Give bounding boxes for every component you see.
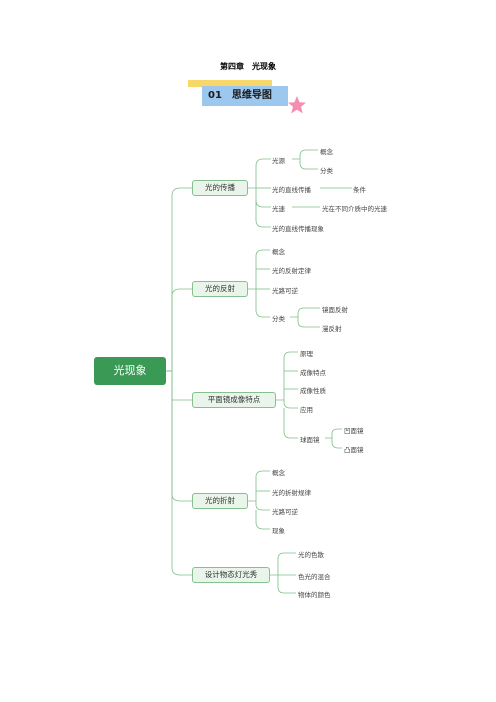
- leaf-speed-in-media: 光在不同介质中的光速: [322, 205, 387, 213]
- leaf-object-color: 物体的颜色: [298, 591, 331, 599]
- section-title: 01 思维导图: [208, 90, 272, 101]
- leaf-dispersion: 光的色散: [298, 551, 324, 559]
- leaf-principle: 原理: [300, 350, 313, 358]
- leaf-refraction-law: 光的折射规律: [272, 489, 311, 497]
- leaf-reflection-reversible: 光路可逆: [272, 287, 298, 295]
- section-title-box: [202, 86, 288, 106]
- leaf-rectilinear-phenomena: 光的直线传播现象: [272, 225, 324, 233]
- leaf-specular-reflection: 镜面反射: [322, 306, 348, 314]
- leaf-diffuse-reflection: 漫反射: [322, 325, 342, 333]
- branch-plane-mirror: 平面镜成像特点: [192, 392, 276, 408]
- branch-light-show: 设计物态灯光秀: [192, 567, 270, 583]
- leaf-light-source: 光源: [272, 157, 285, 165]
- leaf-refraction-reversible: 光路可逆: [272, 508, 298, 516]
- leaf-reflection-law: 光的反射定律: [272, 267, 311, 275]
- leaf-refraction-concept: 概念: [272, 469, 285, 477]
- leaf-refraction-phenomena: 现象: [272, 527, 285, 535]
- branch-reflection: 光的反射: [192, 281, 248, 297]
- leaf-condition: 条件: [353, 186, 366, 194]
- leaf-spherical-mirror: 球面镜: [300, 436, 320, 444]
- leaf-reflection-concept: 概念: [272, 248, 285, 256]
- leaf-color-mixing: 色光的混合: [298, 573, 331, 581]
- leaf-imaging-features: 成像特点: [300, 369, 326, 377]
- title-decoration-bar: [188, 80, 272, 87]
- chapter-title: 第四章 光现象: [220, 62, 276, 71]
- leaf-speed-of-light: 光速: [272, 205, 285, 213]
- leaf-rectilinear-propagation: 光的直线传播: [272, 186, 311, 194]
- star-icon: [288, 96, 306, 114]
- leaf-light-source-concept: 概念: [320, 148, 333, 156]
- leaf-application: 应用: [300, 406, 313, 414]
- leaf-light-source-classification: 分类: [320, 167, 333, 175]
- root-node: 光现象: [94, 357, 166, 385]
- leaf-concave-mirror: 凹面镜: [344, 427, 364, 435]
- branch-refraction: 光的折射: [192, 493, 248, 509]
- leaf-imaging-properties: 成像性质: [300, 387, 326, 395]
- leaf-reflection-classification: 分类: [272, 315, 285, 323]
- branch-light-propagation: 光的传播: [192, 180, 248, 196]
- leaf-convex-mirror: 凸面镜: [344, 446, 364, 454]
